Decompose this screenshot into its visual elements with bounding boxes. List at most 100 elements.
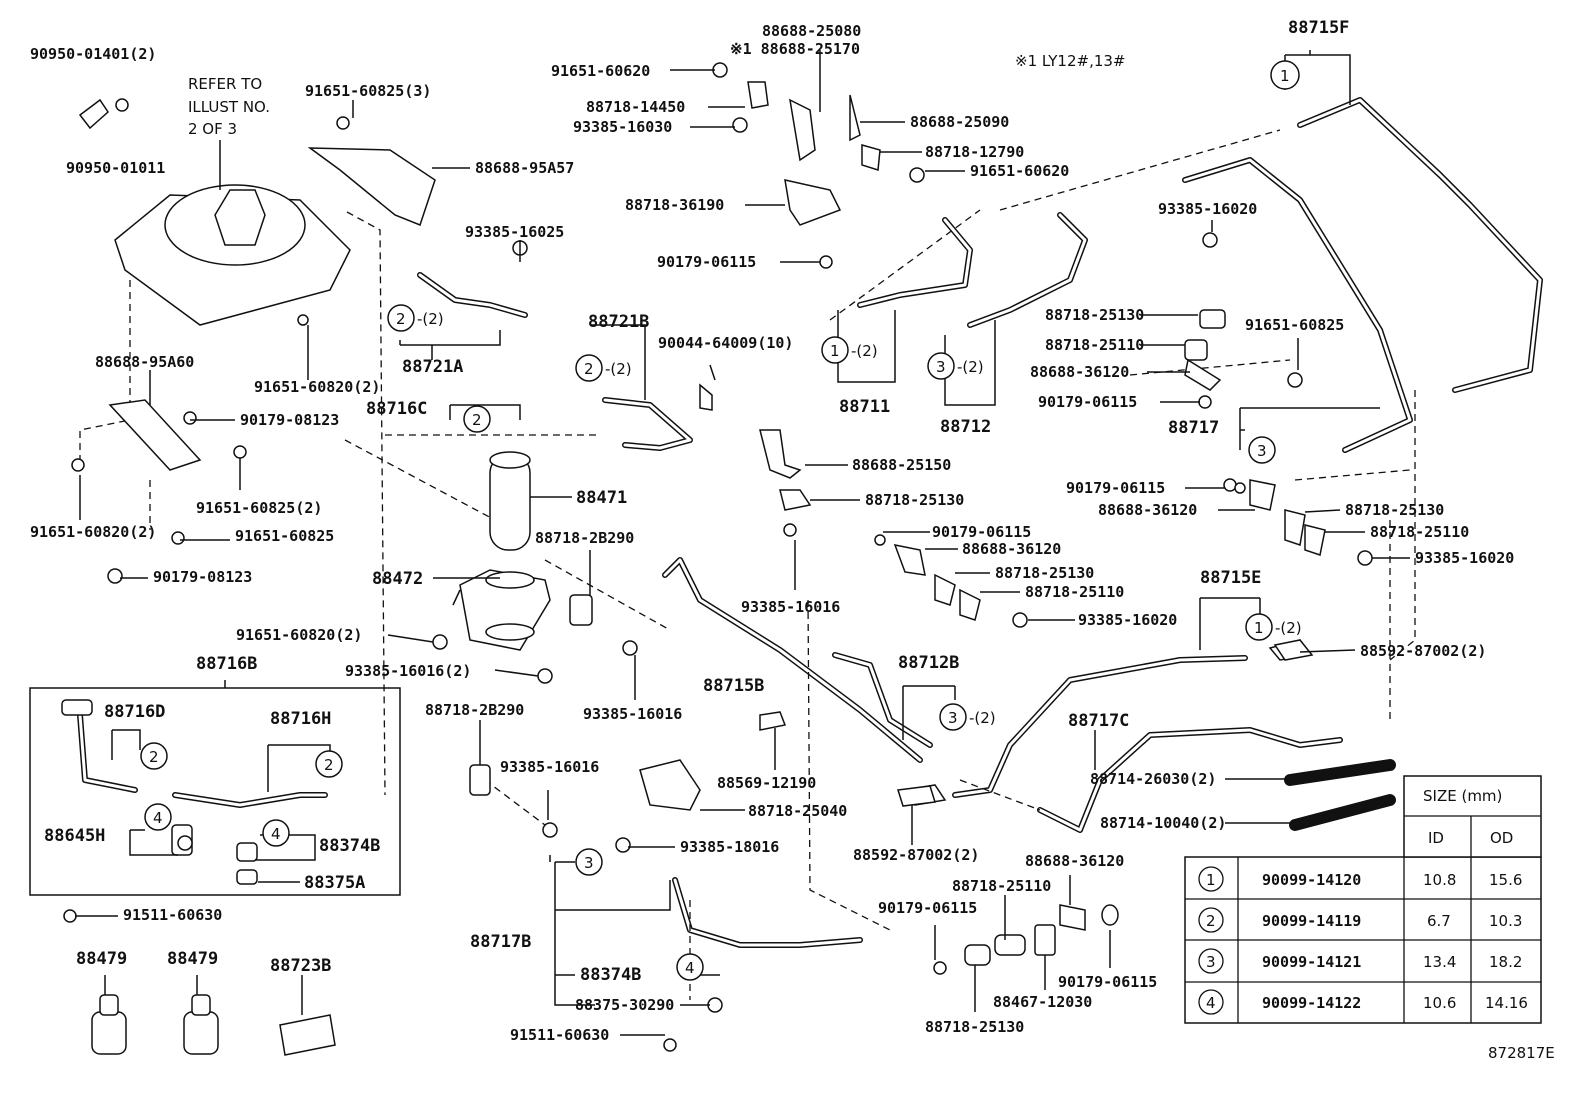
part-label[interactable]: 93385-16020 [1415, 549, 1514, 567]
part-label[interactable]: 90179-06115 [878, 899, 977, 917]
part-label[interactable]: 88718-25130 [995, 564, 1094, 582]
part-label[interactable]: 91651-60820(2) [254, 378, 380, 396]
part-label[interactable]: 91651-60620 [970, 162, 1069, 180]
part-label[interactable]: 88718-25110 [1025, 583, 1124, 601]
part-label[interactable]: 88688-25150 [852, 456, 951, 474]
part-label[interactable]: 91651-60825 [235, 527, 334, 545]
assembly-label[interactable]: 88715B [703, 676, 764, 696]
assembly-label[interactable]: 88716C [366, 399, 427, 419]
part-label[interactable]: 90950-01401(2) [30, 45, 156, 63]
part-label[interactable]: 88718-25130 [865, 491, 964, 509]
part-label[interactable]: 90179-06115 [1058, 973, 1157, 991]
part-label[interactable]: 91651-60620 [551, 62, 650, 80]
part-label[interactable]: 91511-60630 [510, 1026, 609, 1044]
assembly-label[interactable]: 88717B [470, 932, 531, 952]
part-label[interactable]: 88718-36190 [625, 196, 724, 214]
part-label[interactable]: 91651-60820(2) [236, 626, 362, 644]
assembly-label[interactable]: 88375A [304, 873, 365, 893]
assembly-label[interactable]: 88479 [167, 949, 218, 969]
assembly-label[interactable]: 88717 [1168, 418, 1219, 438]
part-label[interactable]: 88688-36120 [1030, 363, 1129, 381]
part-label[interactable]: 88688-95A57 [475, 159, 574, 177]
part-label[interactable]: 88718-25110 [1370, 523, 1469, 541]
part-label[interactable]: 88569-12190 [717, 774, 816, 792]
part-label[interactable]: 88718-25110 [952, 877, 1051, 895]
table-row: 4 90099-14122 10.6 14.16 [1198, 989, 1528, 1015]
part-label[interactable]: 90179-08123 [153, 568, 252, 586]
callout-2-88721b: 2 -(2) [575, 354, 632, 382]
part-label[interactable]: 93385-16030 [573, 118, 672, 136]
part-label[interactable]: 88718-25130 [1045, 306, 1144, 324]
svg-text:3: 3 [1257, 442, 1267, 460]
assembly-label[interactable]: 88645H [44, 826, 105, 846]
part-label[interactable]: 90179-08123 [240, 411, 339, 429]
assembly-label[interactable]: 88716B [196, 654, 257, 674]
part-label[interactable]: 90950-01011 [66, 159, 165, 177]
part-label[interactable]: 91651-60825 [1245, 316, 1344, 334]
part-label[interactable]: 88718-14450 [586, 98, 685, 116]
part-label[interactable]: 88718-12790 [925, 143, 1024, 161]
assembly-label[interactable]: 88479 [76, 949, 127, 969]
assembly-label[interactable]: 88721B [588, 312, 649, 332]
part-label[interactable]: 88688-36120 [962, 540, 1061, 558]
assembly-label[interactable]: 88721A [402, 357, 463, 377]
assembly-label[interactable]: 88717C [1068, 711, 1129, 731]
assembly-label[interactable]: 88715E [1200, 568, 1261, 588]
part-label[interactable]: 88718-25110 [1045, 336, 1144, 354]
assembly-label[interactable]: 88472 [372, 569, 423, 589]
part-label[interactable]: 90044-64009(10) [658, 334, 793, 352]
receiver-dryer-shape [489, 454, 531, 551]
part-label[interactable]: ※1 88688-25170 [730, 40, 860, 58]
part-label[interactable]: 88688-25080 [762, 22, 861, 40]
svg-text:4: 4 [153, 809, 163, 827]
assembly-label[interactable]: 88374B [319, 836, 380, 856]
part-label[interactable]: 90179-06115 [932, 523, 1031, 541]
part-label[interactable]: 91511-60630 [123, 906, 222, 924]
part-label[interactable]: 93385-16016 [500, 758, 599, 776]
part-label[interactable]: 88718-25040 [748, 802, 847, 820]
part-label[interactable]: 93385-18016 [680, 838, 779, 856]
part-label[interactable]: 93385-16016 [741, 598, 840, 616]
part-label[interactable]: 88714-10040(2) [1100, 814, 1226, 832]
part-label[interactable]: 91651-60825(3) [305, 82, 431, 100]
part-label[interactable]: 91651-60825(2) [196, 499, 322, 517]
assembly-label[interactable]: 88374B [580, 965, 641, 985]
pipe-group [77, 97, 1543, 948]
part-label[interactable]: 93385-16025 [465, 223, 564, 241]
part-label[interactable]: 88688-95A60 [95, 353, 194, 371]
assembly-label[interactable]: 88715F [1288, 18, 1349, 38]
callout-3-88717: 3 [1248, 436, 1276, 464]
part-label[interactable]: 90179-06115 [1066, 479, 1165, 497]
part-label[interactable]: 88688-36120 [1025, 852, 1124, 870]
part-label[interactable]: 93385-16016(2) [345, 662, 471, 680]
part-label[interactable]: 88592-87002(2) [853, 846, 979, 864]
part-label[interactable]: 88467-12030 [993, 993, 1092, 1011]
part-label[interactable]: 91651-60820(2) [30, 523, 156, 541]
part-label[interactable]: 93385-16020 [1158, 200, 1257, 218]
part-label[interactable]: 93385-16016 [583, 705, 682, 723]
assembly-label[interactable]: 88723B [270, 956, 331, 976]
part-label[interactable]: 88718-25130 [1345, 501, 1444, 519]
part-label[interactable]: 88688-36120 [1098, 501, 1197, 519]
part-label[interactable]: 88714-26030(2) [1090, 770, 1216, 788]
assembly-label[interactable]: 88716H [270, 709, 331, 729]
assembly-label[interactable]: 88716D [104, 702, 165, 722]
part-label[interactable]: 88718-25130 [925, 1018, 1024, 1036]
assembly-label[interactable]: 88711 [839, 397, 890, 417]
callout-3-88712b: 3 -(2) [939, 703, 996, 731]
part-label[interactable]: 88592-87002(2) [1360, 642, 1486, 660]
callout-1-88711: 1 -(2) [821, 336, 878, 364]
svg-text:2: 2 [324, 756, 334, 774]
part-label[interactable]: 88718-2B290 [535, 529, 634, 547]
part-label[interactable]: 88688-25090 [910, 113, 1009, 131]
part-label[interactable]: 90179-06115 [1038, 393, 1137, 411]
assembly-label[interactable]: 88712B [898, 653, 959, 673]
svg-text:2: 2 [1206, 912, 1216, 930]
part-label[interactable]: 88375-30290 [575, 996, 674, 1014]
svg-text:3: 3 [948, 709, 958, 727]
assembly-label[interactable]: 88712 [940, 417, 991, 437]
part-label[interactable]: 88718-2B290 [425, 701, 524, 719]
part-label[interactable]: 93385-16020 [1078, 611, 1177, 629]
assembly-label[interactable]: 88471 [576, 488, 627, 508]
part-label[interactable]: 90179-06115 [657, 253, 756, 271]
